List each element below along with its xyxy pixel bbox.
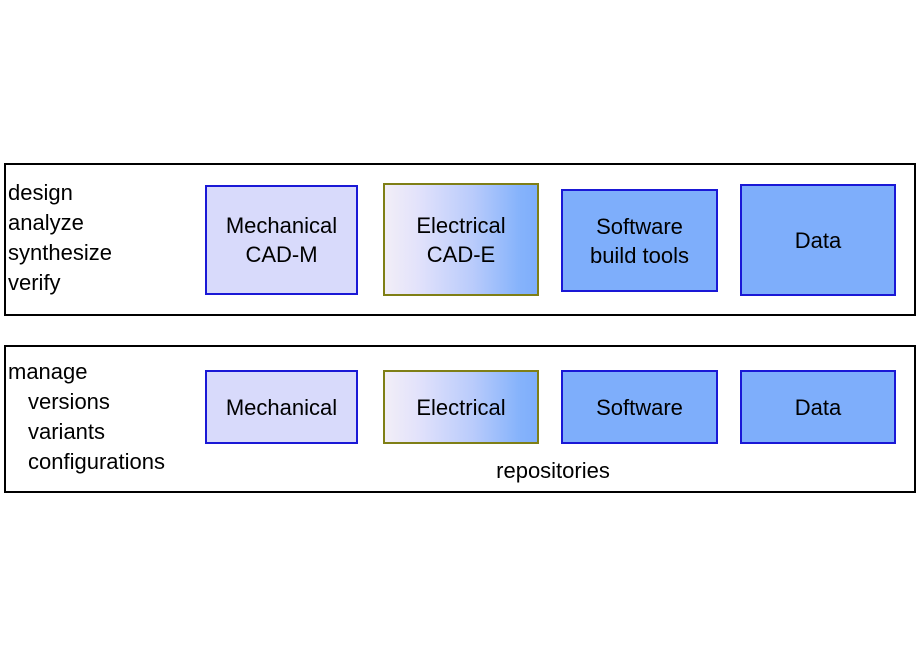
activity-label-versions: versions xyxy=(28,389,110,414)
manage-box-data: Data xyxy=(740,370,896,444)
design-box-software-line2: build tools xyxy=(589,242,690,268)
manage-box-software: Software xyxy=(561,370,718,444)
activity-label-analyze: analyze xyxy=(8,210,84,235)
design-box-software: Software build tools xyxy=(561,189,718,292)
manage-box-software-line1: Software xyxy=(596,394,683,420)
design-box-electrical-line2: CAD-E xyxy=(426,241,496,267)
activity-label-synthesize: synthesize xyxy=(8,240,112,265)
activity-label-variants: variants xyxy=(28,419,106,444)
design-box-data-line1: Data xyxy=(794,227,842,253)
activity-label-manage: manage xyxy=(8,359,88,384)
activity-label-design: design xyxy=(8,180,73,205)
activity-label-configurations: configurations xyxy=(28,449,165,474)
design-box-mechanical-line1: Mechanical xyxy=(225,213,338,238)
design-box-mechanical-line2: CAD-M xyxy=(245,242,318,267)
design-box-electrical: Electrical CAD-E xyxy=(383,183,539,296)
manage-box-data-line1: Data xyxy=(794,394,842,420)
manage-box-mechanical-line1: Mechanical xyxy=(225,394,338,420)
design-box-data: Data xyxy=(740,184,896,296)
manage-box-electrical-line1: Electrical xyxy=(416,394,506,420)
design-activity-label-stack: design analyze synthesize verify xyxy=(8,178,112,298)
activity-label-verify: verify xyxy=(8,270,61,295)
manage-box-mechanical: Mechanical xyxy=(205,370,358,444)
manage-activity-label-stack: manage versions variants configurations xyxy=(8,357,165,477)
design-box-electrical-line1: Electrical xyxy=(416,212,506,238)
repositories-caption: repositories xyxy=(496,458,610,483)
design-box-mechanical: Mechanical CAD-M xyxy=(205,185,358,295)
manage-box-electrical: Electrical xyxy=(383,370,539,444)
design-box-software-line1: Software xyxy=(596,213,683,239)
